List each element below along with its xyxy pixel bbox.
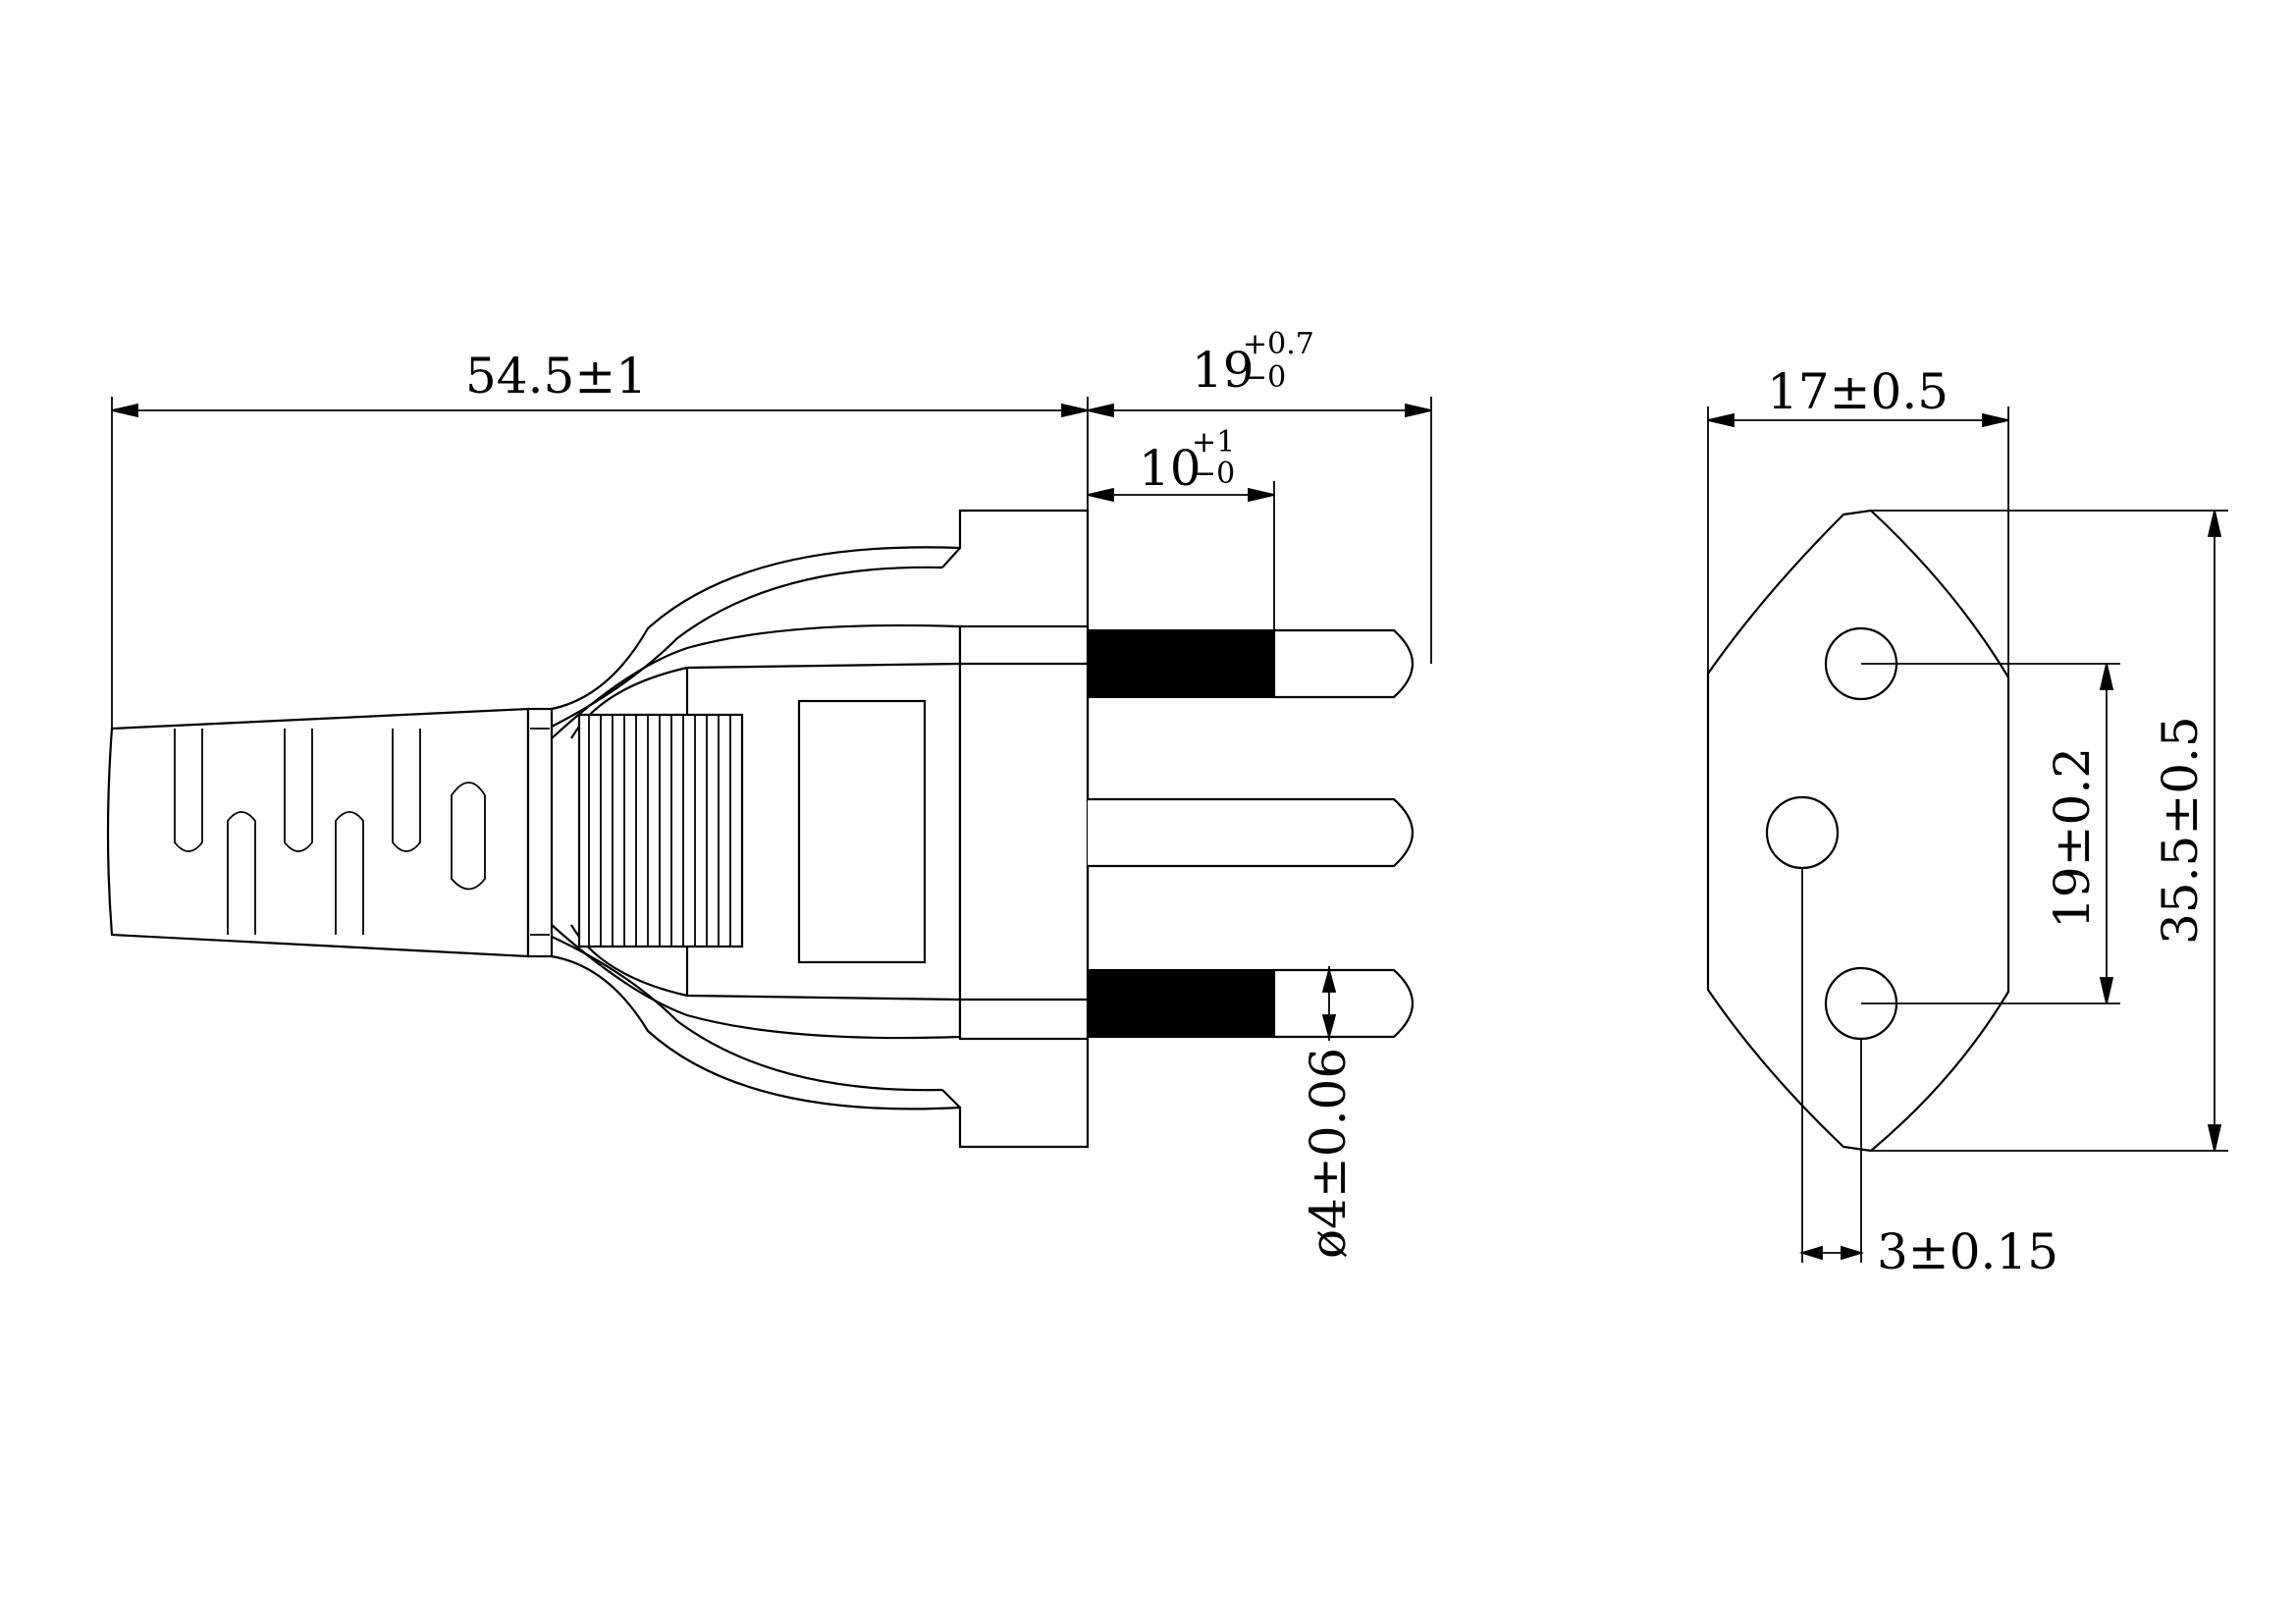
- insulation-length-tol-minus: −0: [1192, 457, 1235, 491]
- insulation-length-label: 10: [1139, 440, 1201, 497]
- pin-top: [1087, 628, 1415, 699]
- front-view-dimensions: 17±0.5 19±0.2 35.5±0.5 3±0.15: [1707, 363, 2228, 1280]
- pin-spacing-label: 19±0.2: [2044, 747, 2101, 929]
- pin-length-tol-plus: +0.7: [1243, 327, 1314, 361]
- face-height-label: 35.5±0.5: [2152, 716, 2209, 945]
- pin-hole-earth: [1765, 795, 1840, 870]
- pin-middle-earth: [1088, 797, 1415, 868]
- overall-length-label: 54.5±1: [465, 348, 647, 405]
- plug-face-outline: [1706, 509, 2010, 1153]
- insulation-length-tol-plus: +1: [1192, 425, 1235, 460]
- label-panel: [797, 699, 927, 964]
- neck-ring: [526, 707, 554, 958]
- earth-offset-label: 3±0.15: [1877, 1223, 2058, 1280]
- plug-front-view: [1706, 509, 2010, 1153]
- body-outline: [551, 509, 1090, 1149]
- face-width-label: 17±0.5: [1767, 363, 1949, 420]
- cable-sleeve: [106, 707, 530, 958]
- pin-length-label: 19: [1192, 342, 1255, 399]
- plug-side-view: [106, 509, 1415, 1149]
- pin-bottom: [1087, 968, 1415, 1039]
- sleeve-slots: [174, 729, 486, 935]
- pin-length-tol-minus: −0: [1243, 360, 1286, 395]
- grip-ribs: [577, 713, 744, 948]
- pin-diameter-label: ø4±0.06: [1300, 1048, 1357, 1259]
- side-view-dimensions: 54.5±1 19 +0.7 −0 10 +1 −0 ø4±0.06: [111, 327, 1432, 1259]
